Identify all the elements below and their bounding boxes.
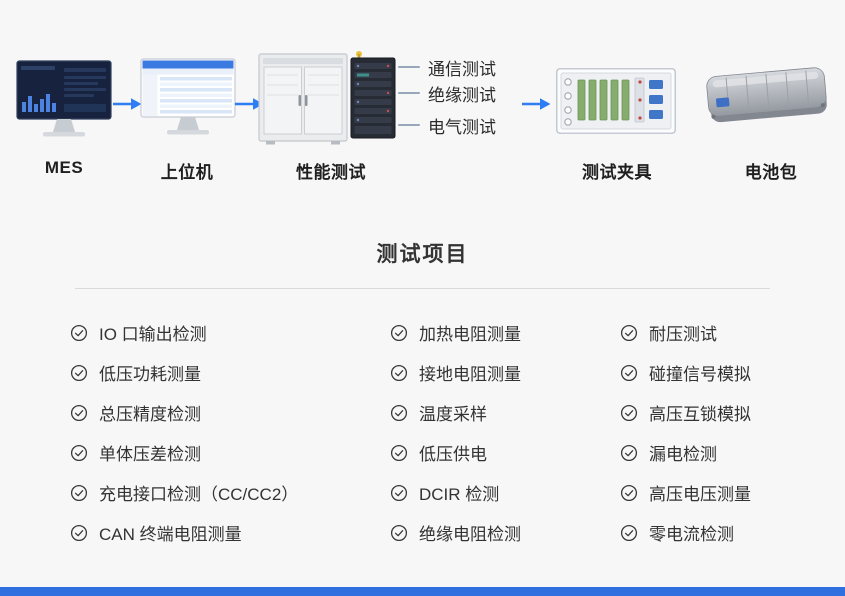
test-fixture-illustration — [556, 68, 676, 134]
branch-item: 通信测试 — [398, 58, 496, 79]
checklist-item-label: 低压供电 — [419, 445, 487, 464]
flow-node-label-mes: MES — [44, 158, 84, 177]
checklist-item-label: 加热电阻测量 — [419, 325, 521, 344]
flow-node-label-battery: 电池包 — [744, 163, 798, 182]
checklist-item: 耐压测试 — [620, 321, 751, 344]
footer-accent-bar — [0, 587, 845, 596]
checklist-item-label: 耐压测试 — [649, 325, 717, 344]
checklist-item-label: 单体压差检测 — [99, 445, 201, 464]
check-circle-icon — [390, 404, 408, 421]
checklist-item: 加热电阻测量 — [390, 321, 521, 344]
check-circle-icon — [390, 364, 408, 381]
checklist-item: IO 口输出检测 — [70, 321, 298, 344]
branch-label: 电气测试 — [428, 117, 496, 137]
checklist-item: 低压供电 — [390, 441, 521, 464]
check-circle-icon — [70, 324, 88, 341]
check-circle-icon — [620, 484, 638, 501]
checklist-item-label: CAN 终端电阻测量 — [99, 525, 242, 544]
check-circle-icon — [70, 364, 88, 381]
check-circle-icon — [620, 324, 638, 341]
checklist-item: CAN 终端电阻测量 — [70, 521, 298, 544]
branch-connector-line — [398, 92, 420, 94]
checklist-item: 低压功耗测量 — [70, 361, 298, 384]
branch-connector-line — [398, 124, 420, 126]
check-circle-icon — [390, 324, 408, 341]
test-cabinet-illustration — [258, 53, 348, 145]
check-circle-icon — [620, 404, 638, 421]
checklist-item-label: 漏电检测 — [649, 445, 717, 464]
section-title: 测试项目 — [376, 243, 469, 266]
flow-node-label-performance: 性能测试 — [296, 163, 366, 182]
checklist-item: 接地电阻测量 — [390, 361, 521, 384]
flow-arrow-icon — [113, 98, 142, 110]
check-circle-icon — [390, 444, 408, 461]
server-rack-illustration — [350, 51, 396, 139]
check-circle-icon — [70, 484, 88, 501]
check-circle-icon — [620, 364, 638, 381]
checklist-item: 高压电压测量 — [620, 481, 751, 504]
checklist-item-label: 高压互锁模拟 — [649, 405, 751, 424]
checklist-item: 单体压差检测 — [70, 441, 298, 464]
checklist-item-label: 高压电压测量 — [649, 485, 751, 504]
check-circle-icon — [70, 404, 88, 421]
branch-item: 绝缘测试 — [398, 84, 496, 105]
checklist-item: 温度采样 — [390, 401, 521, 424]
flow-arrow-icon — [235, 98, 264, 110]
check-circle-icon — [390, 524, 408, 541]
check-circle-icon — [620, 444, 638, 461]
check-circle-icon — [70, 444, 88, 461]
check-circle-icon — [70, 524, 88, 541]
checklist-item: 漏电检测 — [620, 441, 751, 464]
checklist-column-3: 耐压测试 碰撞信号模拟 高压互锁模拟 漏电检测 高压电压测量 零电流检测 — [620, 321, 751, 561]
branch-label: 通信测试 — [428, 59, 496, 79]
flow-node-label-host: 上位机 — [160, 163, 214, 182]
check-circle-icon — [390, 484, 408, 501]
branch-label: 绝缘测试 — [428, 85, 496, 105]
checklist-item: 碰撞信号模拟 — [620, 361, 751, 384]
checklist-column-2: 加热电阻测量 接地电阻测量 温度采样 低压供电 DCIR 检测 绝缘电阻检测 — [390, 321, 521, 561]
checklist-item-label: IO 口输出检测 — [99, 325, 207, 344]
battery-pack-illustration — [706, 67, 827, 123]
branch-connector-line — [398, 66, 420, 68]
checklist-item: 绝缘电阻检测 — [390, 521, 521, 544]
checklist-item-label: 零电流检测 — [649, 525, 734, 544]
checklist-item-label: 总压精度检测 — [99, 405, 201, 424]
checklist-item: 充电接口检测（CC/CC2） — [70, 481, 298, 504]
mes-monitor-illustration — [16, 60, 112, 137]
checklist-item: 高压互锁模拟 — [620, 401, 751, 424]
flow-arrow-icon — [522, 98, 551, 110]
checklist-item-label: 充电接口检测（CC/CC2） — [99, 485, 299, 504]
flow-node-label-fixture: 测试夹具 — [582, 163, 652, 182]
checklist-item-label: DCIR 检测 — [419, 485, 500, 504]
checklist-item: 零电流检测 — [620, 521, 751, 544]
checklist-column-1: IO 口输出检测 低压功耗测量 总压精度检测 单体压差检测 充电接口检测（CC/… — [70, 321, 298, 561]
checklist-item-label: 低压功耗测量 — [99, 365, 201, 384]
checklist-item-label: 温度采样 — [419, 405, 487, 424]
checklist-item-label: 碰撞信号模拟 — [649, 365, 751, 384]
check-circle-icon — [620, 524, 638, 541]
checklist-item-label: 接地电阻测量 — [419, 365, 521, 384]
checklist-item: 总压精度检测 — [70, 401, 298, 424]
branch-item: 电气测试 — [398, 116, 496, 137]
checklist-item: DCIR 检测 — [390, 481, 521, 504]
checklist-item-label: 绝缘电阻检测 — [419, 525, 521, 544]
host-pc-monitor-illustration — [140, 58, 236, 135]
divider-line — [75, 288, 770, 289]
